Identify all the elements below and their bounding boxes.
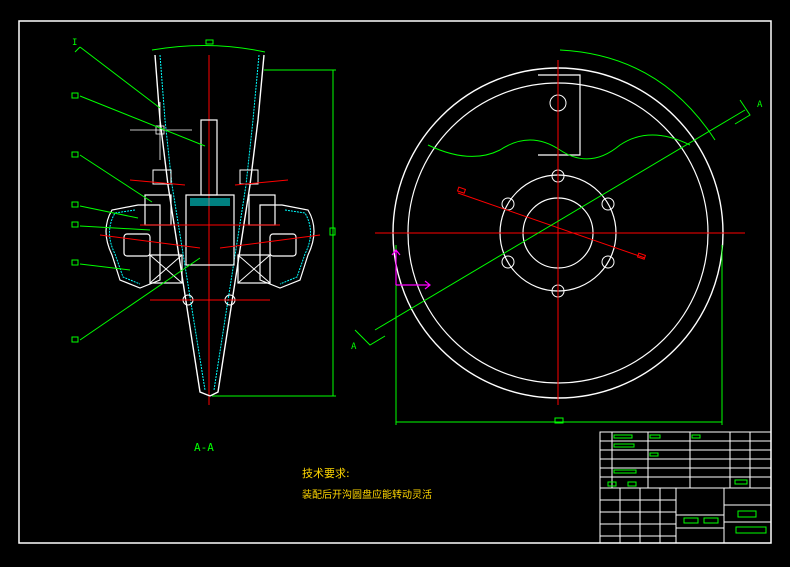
cut-mark-right-tick — [734, 99, 751, 125]
cut-mark-left-label: A — [351, 342, 357, 352]
section-label: A-A — [194, 441, 214, 454]
part-marker-label: I — [72, 38, 78, 48]
left-bearing-bottom — [149, 254, 183, 284]
front-view — [354, 49, 751, 425]
leader-box-3 — [71, 151, 79, 158]
diagonal-mark-right — [636, 252, 647, 260]
leader-box-7 — [71, 336, 79, 343]
left-hub-outline — [105, 204, 161, 289]
bolt-hole-lower-left — [501, 255, 515, 269]
right-nut — [239, 169, 259, 185]
bolt-hole-lower-right — [601, 255, 615, 269]
center-hub — [185, 194, 235, 266]
hub-hatch — [190, 198, 230, 206]
upper-axis-left — [129, 179, 186, 186]
leader-1 — [74, 46, 161, 109]
leader-3 — [79, 154, 153, 203]
leader-5 — [79, 225, 151, 231]
cut-line — [374, 109, 746, 331]
bolt-hole-upper-right — [601, 197, 615, 211]
leader-box-5 — [71, 221, 79, 228]
tech-requirements-title: 技术要求: — [302, 467, 350, 480]
title-block — [599, 431, 772, 544]
right-bearing-cross-2 — [237, 254, 271, 284]
drawing-frame — [18, 20, 772, 544]
width-dim-mark — [554, 417, 564, 424]
left-nut — [152, 169, 172, 185]
right-hub-cyan — [279, 209, 311, 285]
cutaway-wave — [427, 134, 691, 160]
leader-2 — [79, 95, 206, 147]
leader-box-6 — [71, 259, 79, 266]
leader-box-2 — [71, 92, 79, 99]
leader-7 — [79, 257, 201, 341]
right-bearing-top — [248, 194, 276, 226]
hub-axis-right — [219, 234, 321, 249]
leader-6 — [79, 263, 131, 271]
top-dim-mark — [205, 39, 214, 45]
hub-axis-left — [99, 234, 201, 249]
right-bearing-bottom — [237, 254, 271, 284]
cone-left-inner — [159, 54, 206, 391]
left-hub-cyan — [109, 209, 141, 285]
upper-axis-right — [234, 179, 289, 186]
diagonal-mark-left — [456, 186, 467, 194]
left-bolt — [123, 233, 151, 257]
left-bearing-cross-2 — [149, 254, 183, 284]
top-bracket — [538, 74, 581, 156]
cut-mark-right-label: A — [757, 100, 763, 110]
section-view — [71, 39, 336, 405]
right-bolt — [269, 233, 297, 257]
tech-requirements-body: 装配后开沟圆盘应能转动灵活 — [302, 490, 432, 501]
ucs-icon — [391, 249, 431, 290]
height-dim-mark — [329, 227, 336, 236]
cut-mark-left-tick — [354, 329, 386, 346]
top-arc-dim — [559, 49, 716, 141]
top-arc — [151, 44, 266, 53]
right-hub-outline — [259, 204, 315, 289]
leader-box-4 — [71, 201, 79, 208]
leader-4 — [79, 205, 139, 219]
cone-right-wall — [209, 54, 265, 397]
cone-left-wall — [154, 54, 211, 397]
cone-right-inner — [213, 54, 260, 391]
